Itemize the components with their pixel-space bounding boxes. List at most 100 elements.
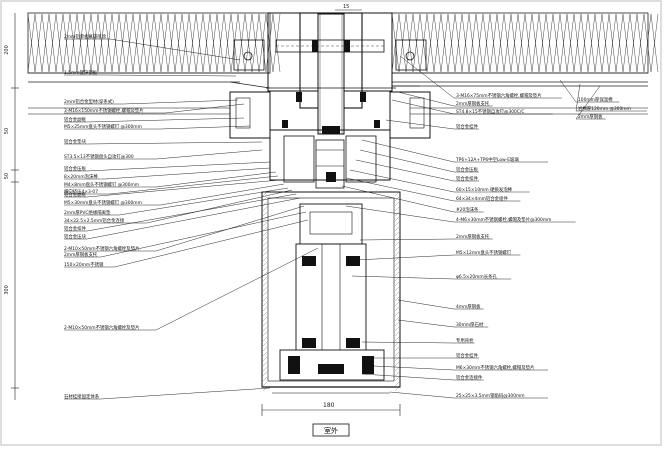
leader-line xyxy=(385,119,479,130)
top-insulation-left xyxy=(27,12,281,74)
leader-line xyxy=(64,103,245,114)
callout-label-left: 2mm铝单板氟碳喷涂 xyxy=(64,33,107,40)
callout-label-right: 铝合金扣件 xyxy=(456,175,479,182)
callout-label-right: 2mm厚钢板支托 xyxy=(456,233,490,240)
leader-line xyxy=(397,299,484,310)
bottom-dimension: 180 xyxy=(323,402,335,409)
callout-label-right: 4-M6×30mm不锈钢螺栓,螺帽及垫片@300mm xyxy=(456,216,551,223)
callout-label-right: 30mm厚石材 xyxy=(456,321,484,328)
callout-label-right: 25×25×3.5mm钢角码@300mm xyxy=(456,392,525,399)
dimension-lines xyxy=(11,9,401,416)
leader-line xyxy=(345,177,521,202)
callout-label-left: 2-M10×50mm不锈钢六角螺栓及垫片 xyxy=(64,245,139,252)
leader-line xyxy=(64,197,301,240)
callout-label-right: 铝合金挂件 xyxy=(456,123,479,130)
leader-line xyxy=(64,125,251,130)
side-dimension-label: 50 xyxy=(4,173,10,179)
leader-line xyxy=(373,365,548,371)
leader-line xyxy=(389,391,548,399)
leader-line xyxy=(64,175,279,195)
leader-line xyxy=(397,91,493,107)
leader-line xyxy=(64,219,309,268)
leader-line xyxy=(64,187,289,216)
callout-label-left: 2mm厚PVC绝缘隔离垫 xyxy=(64,209,111,216)
leader-line xyxy=(341,185,484,213)
leader-line xyxy=(64,193,297,232)
panel-band xyxy=(28,72,648,89)
side-dimension-label: 200 xyxy=(4,45,10,55)
leader-line xyxy=(64,99,239,105)
callout-label-right: 64×34×4mm铝合金组件 xyxy=(456,195,508,202)
mullion-profile xyxy=(28,12,648,189)
callout-label-left: 8×20mm泡沫棒 xyxy=(64,173,98,180)
callout-label-far-right: 100mm厚保温棉 xyxy=(578,96,613,103)
leader-line xyxy=(64,247,319,331)
callout-label-left: 铝合金压板 xyxy=(64,165,87,172)
callout-label-left: 铝合金垫块 xyxy=(64,138,87,145)
callout-label-left: 34×22.5×2.5mm铝合金连接 xyxy=(64,217,125,224)
stone-panel-assembly xyxy=(261,191,401,394)
top-dimension: 15 xyxy=(343,4,349,10)
leader-line xyxy=(64,117,245,123)
callout-label-right: 专用背栓 xyxy=(456,337,474,344)
side-dimension-labels: 200 50 50 300 xyxy=(4,45,10,295)
callout-label-left: 150×20mm不锈钢 xyxy=(64,261,104,268)
leader-line xyxy=(391,99,553,115)
callout-label-right: 60×15×10mm 硬质发泡棒 xyxy=(456,186,513,193)
leader-line xyxy=(355,254,521,261)
leader-line xyxy=(64,205,305,252)
callout-label-left: 1.5mm镀锌钢板 xyxy=(64,69,98,76)
leader-line xyxy=(359,238,493,241)
callout-label-right: #20泡沫条 xyxy=(456,206,479,213)
leader-line xyxy=(399,55,562,99)
callout-label-right: ST4.8×15不锈钢自攻钉@300C/C xyxy=(456,108,524,115)
callout-label-right: M5×12mm盘头不锈钢螺钉 xyxy=(456,249,512,256)
bolt-details xyxy=(282,40,380,182)
callout-label-left: 2mm厚钢板支托 xyxy=(64,251,98,258)
callout-label-far-right: 岩棉厚120mm @300mm xyxy=(578,105,631,112)
callout-label-left: 横向挤压4×3-07 xyxy=(64,188,98,195)
callout-label-left: 2mm铝合金型材(穿条式) xyxy=(64,98,114,105)
callout-label-left: ST3.5×13不锈钢盘头自攻钉@300 xyxy=(64,153,134,160)
leader-line xyxy=(349,169,530,193)
leader-line xyxy=(361,341,475,344)
side-dimension-label: 50 xyxy=(4,128,10,134)
leader-line xyxy=(64,211,307,258)
exterior-label-box xyxy=(312,423,350,437)
leader-line xyxy=(345,205,576,223)
leader-line xyxy=(359,149,479,173)
leader-line xyxy=(64,189,293,224)
callout-label-right: 铝合金挂件 xyxy=(456,352,479,359)
leader-line xyxy=(397,319,489,328)
leader-line xyxy=(64,167,271,180)
callout-label-left: 2-M10×50mm不锈钢六角螺栓及垫片 xyxy=(64,324,139,331)
leader-line xyxy=(64,183,285,206)
leader-line xyxy=(64,171,277,188)
callout-label-right: 3-M16×75mm不锈钢六角螺栓,螺帽及垫片 xyxy=(456,92,542,99)
exterior-label: 室外 xyxy=(324,426,338,435)
leader-line xyxy=(575,85,606,120)
callout-label-right: 铝合金连接件 xyxy=(456,374,483,381)
callout-label-left: 石材挂接固定体系 xyxy=(64,393,100,400)
leader-line xyxy=(361,139,548,163)
callout-label-right: 2mm厚钢板支托 xyxy=(456,100,490,107)
callout-label-left: M4×8mm盘头不锈钢螺钉 @300mm xyxy=(64,181,139,188)
leader-line xyxy=(575,83,647,112)
leader-line xyxy=(351,275,512,280)
right-callouts: 3-M16×75mm不锈钢六角螺栓,螺帽及垫片2mm厚钢板支托ST4.8×15不… xyxy=(341,55,576,399)
callout-label-left: 铝合金副框 xyxy=(64,191,87,198)
callout-label-right: 4mm厚钢板 xyxy=(456,303,481,310)
leader-line xyxy=(559,79,620,103)
leader-line xyxy=(64,149,263,160)
leader-line xyxy=(64,38,241,61)
side-dimension-label: 300 xyxy=(4,285,10,295)
left-callouts: 2mm铝单板氟碳喷涂1.5mm镀锌钢板2mm铝合金型材(穿条式)3-M16×15… xyxy=(64,33,319,400)
top-insulation-right xyxy=(391,12,659,74)
callout-label-left: 铝合金压块 xyxy=(64,233,87,240)
leader-line xyxy=(64,387,271,400)
callout-label-left: M5×30mm盘头不锈钢螺钉 @300mm xyxy=(64,199,142,206)
